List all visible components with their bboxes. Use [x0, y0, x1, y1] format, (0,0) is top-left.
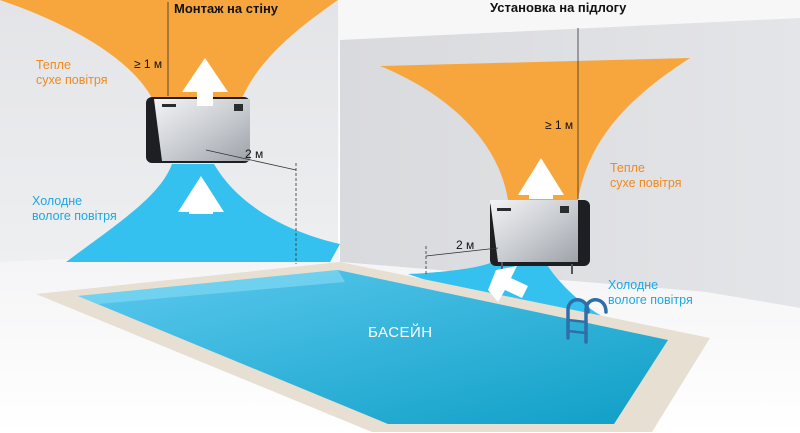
- warm-air-label-left: Тепле сухе повітря: [36, 58, 108, 87]
- warm-air-label-right: Тепле сухе повітря: [610, 161, 682, 190]
- warm-air-plume-left: [0, 0, 338, 98]
- distance-label-left: 2 м: [245, 147, 264, 161]
- wall-mounted-dehumidifier: [146, 97, 250, 163]
- pool-inner-wall: [78, 270, 345, 304]
- arrow-up-icon: [518, 158, 564, 199]
- arrow-up-icon: [178, 176, 224, 214]
- arrow-up-icon: [182, 58, 228, 106]
- warm-air-plume-right: [380, 58, 690, 200]
- floor-standing-dehumidifier: [490, 200, 590, 274]
- clearance-label-right: ≥ 1 м: [545, 118, 574, 132]
- arrow-up-right-icon: [488, 266, 528, 302]
- distance-label-right: 2 м: [456, 238, 475, 252]
- clearance-label-left: ≥ 1 м: [134, 57, 163, 71]
- pool-ladder-icon: [566, 298, 608, 344]
- distance-line-right: [425, 247, 499, 257]
- cold-air-label-left: Холодне вологе повітря: [32, 194, 117, 223]
- distance-line-left: [205, 149, 297, 171]
- floor-mount-title: Установка на підлогу: [490, 0, 627, 15]
- cold-air-label-right: Холодне вологе повітря: [608, 278, 693, 307]
- wall-mount-title: Монтаж на стіну: [174, 1, 279, 16]
- pool-label: БАСЕЙН: [368, 324, 433, 341]
- pool-water: [78, 270, 668, 424]
